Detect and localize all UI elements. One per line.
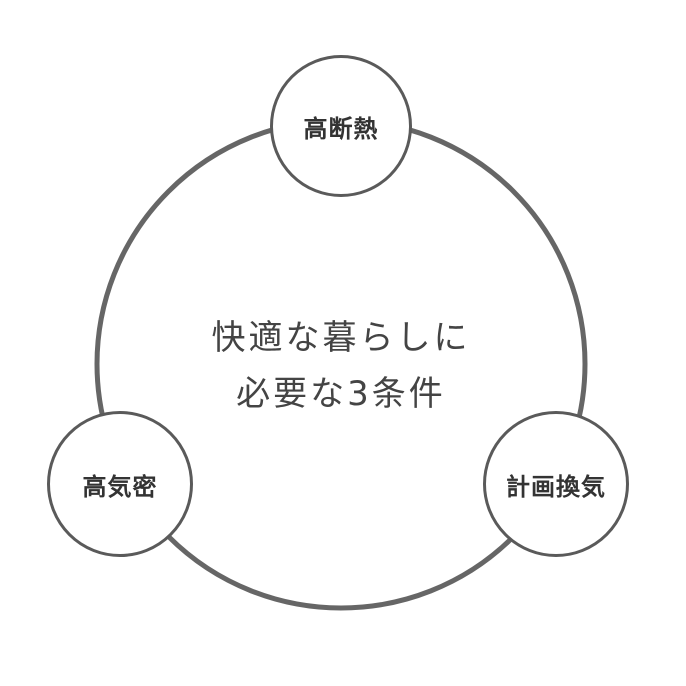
- node-high-airtightness: 高気密: [47, 411, 193, 557]
- center-line-1: 快適な暮らしに: [211, 318, 471, 358]
- node-high-insulation: 高断熱: [270, 55, 412, 197]
- node-label: 計画換気: [506, 472, 606, 501]
- node-label: 高断熱: [303, 114, 379, 143]
- node-label: 高気密: [82, 472, 158, 501]
- node-planned-ventilation: 計画換気: [483, 411, 629, 557]
- center-line-2: 必要な3条件: [236, 374, 446, 414]
- center-title: 快適な暮らしに 必要な3条件: [141, 310, 541, 422]
